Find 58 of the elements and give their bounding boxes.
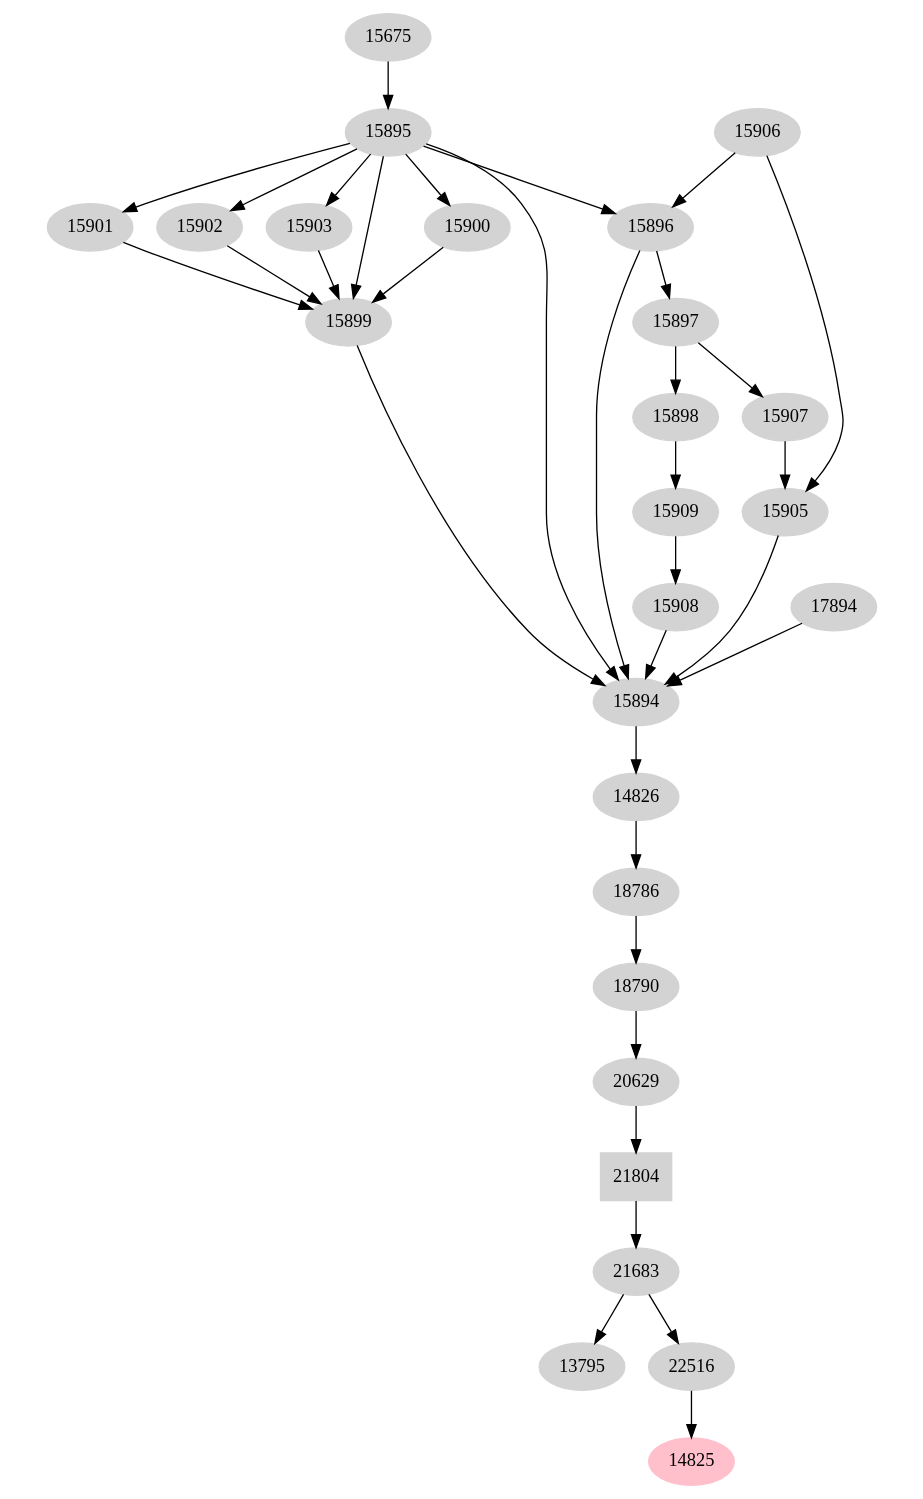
- arrow: [697, 342, 764, 399]
- node-ellipse: 15905: [741, 487, 829, 537]
- arrow: [685, 1390, 697, 1440]
- node-box: 21804: [599, 1152, 672, 1202]
- node-ellipse: 15909: [631, 487, 719, 537]
- arrow: [122, 241, 314, 311]
- node-ellipse: 15675: [344, 13, 432, 62]
- node-ellipse: 15895: [344, 107, 432, 157]
- arrow: [669, 535, 681, 586]
- node-ellipse: 15898: [631, 392, 719, 442]
- node-ellipse: 18790: [592, 962, 680, 1012]
- arrow: [370, 246, 444, 304]
- arrow: [422, 145, 617, 215]
- node-ellipse: 18786: [592, 867, 680, 917]
- node-ellipse: 15908: [631, 582, 719, 632]
- node-ellipse: 15897: [631, 297, 719, 347]
- arrow: [595, 249, 641, 681]
- node-ellipse: 15896: [606, 202, 694, 252]
- node-ellipse: 15907: [741, 392, 829, 442]
- arrow: [630, 725, 642, 776]
- arrow: [670, 152, 736, 209]
- arrow: [647, 1293, 679, 1346]
- arrow: [655, 250, 671, 301]
- arrow: [630, 1105, 642, 1155]
- arrow: [425, 143, 620, 682]
- arrow: [630, 1200, 642, 1250]
- arrow: [630, 1010, 642, 1060]
- arrow: [356, 344, 607, 687]
- arrow: [644, 629, 667, 681]
- node-ellipse: 22516: [647, 1342, 735, 1392]
- node-ellipse: 15894: [592, 677, 680, 727]
- node-ellipse: 14826: [592, 772, 680, 822]
- arrow: [324, 153, 371, 208]
- node-ellipse: 15903: [265, 202, 353, 252]
- node-ellipse: 13795: [538, 1342, 625, 1392]
- node-ellipse: 15902: [155, 202, 243, 252]
- node-ellipse: 15906: [713, 107, 801, 157]
- arrow: [669, 440, 681, 491]
- arrow: [630, 915, 642, 965]
- node-ellipse: 17894: [789, 582, 877, 632]
- arrow: [630, 820, 642, 871]
- arrow: [228, 148, 358, 212]
- node-ellipse: 14825: [647, 1437, 735, 1486]
- node-ellipse: 15900: [423, 202, 511, 252]
- arrow: [317, 249, 340, 301]
- arrow: [350, 155, 384, 301]
- node-ellipse: 20629: [592, 1057, 680, 1107]
- node-ellipse: 21683: [592, 1247, 680, 1297]
- arrow: [779, 440, 791, 491]
- node-ellipse: 15899: [304, 297, 392, 347]
- arrow: [120, 142, 351, 213]
- arrow: [404, 153, 451, 208]
- arrow: [382, 60, 394, 111]
- arrow: [765, 155, 844, 493]
- arrow: [593, 1293, 624, 1346]
- arrow: [669, 345, 681, 396]
- node-ellipse: 15901: [46, 202, 134, 252]
- arrow: [226, 245, 323, 305]
